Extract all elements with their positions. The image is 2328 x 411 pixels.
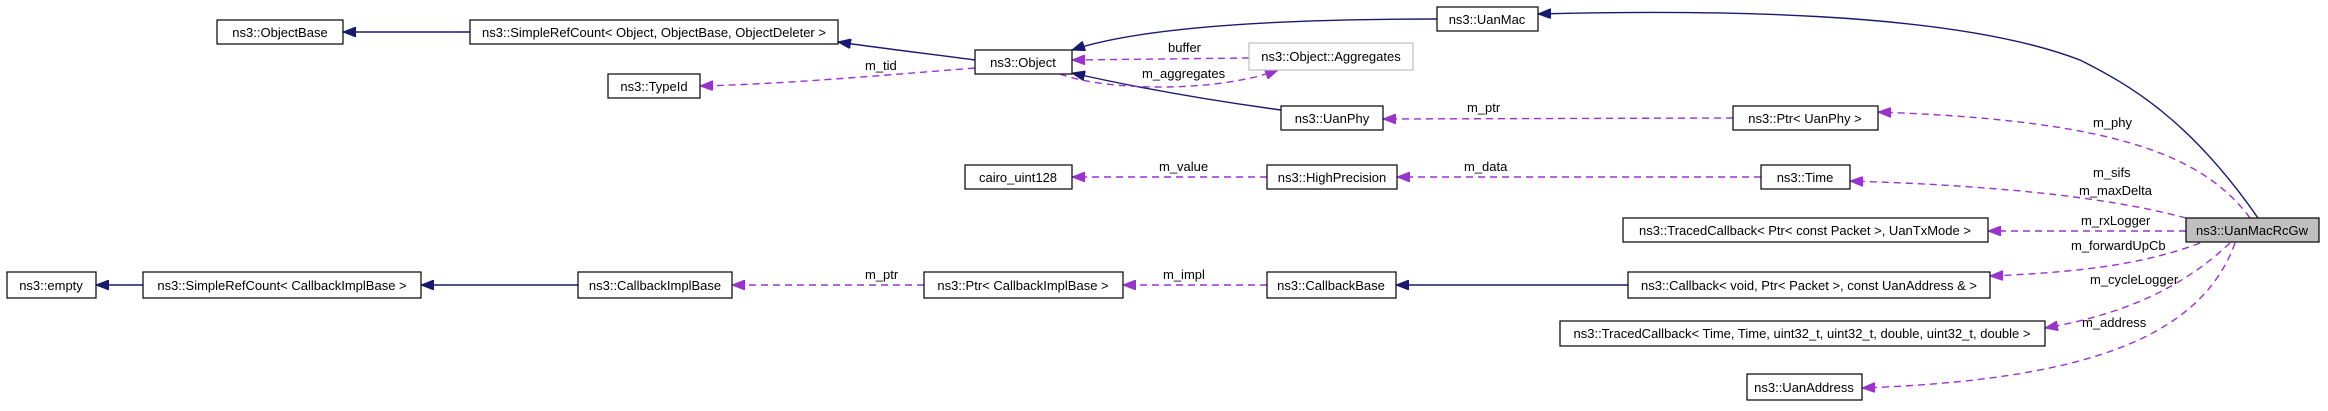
node-uanaddress-label: ns3::UanAddress xyxy=(1754,380,1854,395)
label-m-address: m_address xyxy=(2082,315,2147,330)
node-typeid[interactable]: ns3::TypeId xyxy=(607,73,701,99)
label-m-rxlogger: m_rxLogger xyxy=(2081,213,2151,228)
label-m-sifs-maxdelta: m_sifs m_maxDelta xyxy=(2079,165,2153,198)
node-simplerefcount-cb-label: ns3::SimpleRefCount< CallbackImplBase > xyxy=(157,278,406,293)
edge-object-aggregates xyxy=(1059,69,1278,88)
edge-time-sifs-maxdelta xyxy=(1850,181,2187,219)
label-m-ptr-phy: m_ptr xyxy=(1467,100,1501,115)
node-traced-rx[interactable]: ns3::TracedCallback< Ptr< const Packet >… xyxy=(1622,217,1989,243)
node-aggregates[interactable]: ns3::Object::Aggregates xyxy=(1248,42,1414,71)
node-highprecision[interactable]: ns3::HighPrecision xyxy=(1266,164,1398,190)
node-highprecision-label: ns3::HighPrecision xyxy=(1278,170,1386,185)
node-object-label: ns3::Object xyxy=(990,55,1056,70)
node-object[interactable]: ns3::Object xyxy=(974,49,1073,75)
edge-ptr-uanphy-phy xyxy=(1878,112,2251,219)
edge-uanphy-ptr xyxy=(1383,118,1734,119)
node-ptr-cbimpl[interactable]: ns3::Ptr< CallbackImplBase > xyxy=(923,271,1124,299)
node-empty[interactable]: ns3::empty xyxy=(6,271,97,299)
label-m-aggregates: m_aggregates xyxy=(1142,66,1226,81)
node-simplerefcount-object[interactable]: ns3::SimpleRefCount< Object, ObjectBase,… xyxy=(469,19,839,45)
node-ptr-uanphy[interactable]: ns3::Ptr< UanPhy > xyxy=(1732,105,1879,131)
node-uanphy[interactable]: ns3::UanPhy xyxy=(1280,105,1384,131)
label-m-phy: m_phy xyxy=(2093,115,2133,130)
node-traced-rx-label: ns3::TracedCallback< Ptr< const Packet >… xyxy=(1639,223,1971,238)
node-time-label: ns3::Time xyxy=(1777,170,1834,185)
edge-object-tid xyxy=(700,67,976,86)
edge-uanmac-to-object xyxy=(1072,18,1438,50)
node-simplerefcount-cb[interactable]: ns3::SimpleRefCount< CallbackImplBase > xyxy=(142,271,422,299)
nodes: ns3::ObjectBase ns3::SimpleRefCount< Obj… xyxy=(6,6,2320,401)
label-m-impl: m_impl xyxy=(1163,267,1205,282)
edge-uanphy-to-object xyxy=(1072,73,1282,111)
node-objectbase[interactable]: ns3::ObjectBase xyxy=(216,19,344,45)
node-callbackimplbase-label: ns3::CallbackImplBase xyxy=(589,278,721,293)
node-traced-cycle-label: ns3::TracedCallback< Time, Time, uint32_… xyxy=(1574,326,2031,341)
node-cairo-uint128-label: cairo_uint128 xyxy=(979,170,1057,185)
node-cairo-uint128[interactable]: cairo_uint128 xyxy=(964,164,1073,190)
node-time[interactable]: ns3::Time xyxy=(1760,164,1851,190)
node-callback-fwd[interactable]: ns3::Callback< void, Ptr< Packet >, cons… xyxy=(1627,271,1991,299)
node-uanmacrcgw-label: ns3::UanMacRcGw xyxy=(2196,223,2309,238)
label-m-cyclelogger: m_cycleLogger xyxy=(2090,272,2179,287)
node-uanaddress[interactable]: ns3::UanAddress xyxy=(1746,373,1863,401)
node-simplerefcount-object-label: ns3::SimpleRefCount< Object, ObjectBase,… xyxy=(482,25,826,40)
edge-callback-fwd-forwardupcb xyxy=(1990,242,2201,276)
edge-traced-cycle-logger xyxy=(2045,242,2231,328)
node-empty-label: ns3::empty xyxy=(19,278,83,293)
node-uanmacrcgw[interactable]: ns3::UanMacRcGw xyxy=(2185,217,2320,243)
node-callbackbase[interactable]: ns3::CallbackBase xyxy=(1266,271,1397,299)
label-m-value: m_value xyxy=(1159,159,1208,174)
edge-uanaddress-address xyxy=(1862,242,2236,388)
edge-object-to-simplerefcount xyxy=(838,42,976,61)
node-aggregates-label: ns3::Object::Aggregates xyxy=(1261,49,1401,64)
node-ptr-uanphy-label: ns3::Ptr< UanPhy > xyxy=(1748,111,1861,126)
node-typeid-label: ns3::TypeId xyxy=(620,79,687,94)
node-callbackimplbase[interactable]: ns3::CallbackImplBase xyxy=(577,271,733,299)
node-callbackbase-label: ns3::CallbackBase xyxy=(1277,278,1385,293)
edges xyxy=(96,12,2259,388)
edge-labels: buffer m_tid m_aggregates m_ptr m_phy m_… xyxy=(865,40,2179,330)
edge-uanmacrcgw-to-uanmac xyxy=(1538,12,2259,219)
node-objectbase-label: ns3::ObjectBase xyxy=(232,25,327,40)
label-buffer: buffer xyxy=(1168,40,1202,55)
label-m-sifs: m_sifs xyxy=(2093,165,2131,180)
label-m-tid: m_tid xyxy=(865,58,897,73)
node-uanphy-label: ns3::UanPhy xyxy=(1295,111,1370,126)
node-traced-cycle[interactable]: ns3::TracedCallback< Time, Time, uint32_… xyxy=(1559,320,2046,347)
node-callback-fwd-label: ns3::Callback< void, Ptr< Packet >, cons… xyxy=(1641,278,1977,293)
edge-aggregates-buffer xyxy=(1072,58,1250,60)
label-m-ptr-cb: m_ptr xyxy=(865,267,899,282)
label-m-maxdelta: m_maxDelta xyxy=(2079,183,2153,198)
node-uanmac-label: ns3::UanMac xyxy=(1449,12,1526,27)
label-m-forwardupcb: m_forwardUpCb xyxy=(2071,238,2166,253)
node-ptr-cbimpl-label: ns3::Ptr< CallbackImplBase > xyxy=(937,278,1108,293)
label-m-data: m_data xyxy=(1464,159,1508,174)
node-uanmac[interactable]: ns3::UanMac xyxy=(1436,6,1539,32)
